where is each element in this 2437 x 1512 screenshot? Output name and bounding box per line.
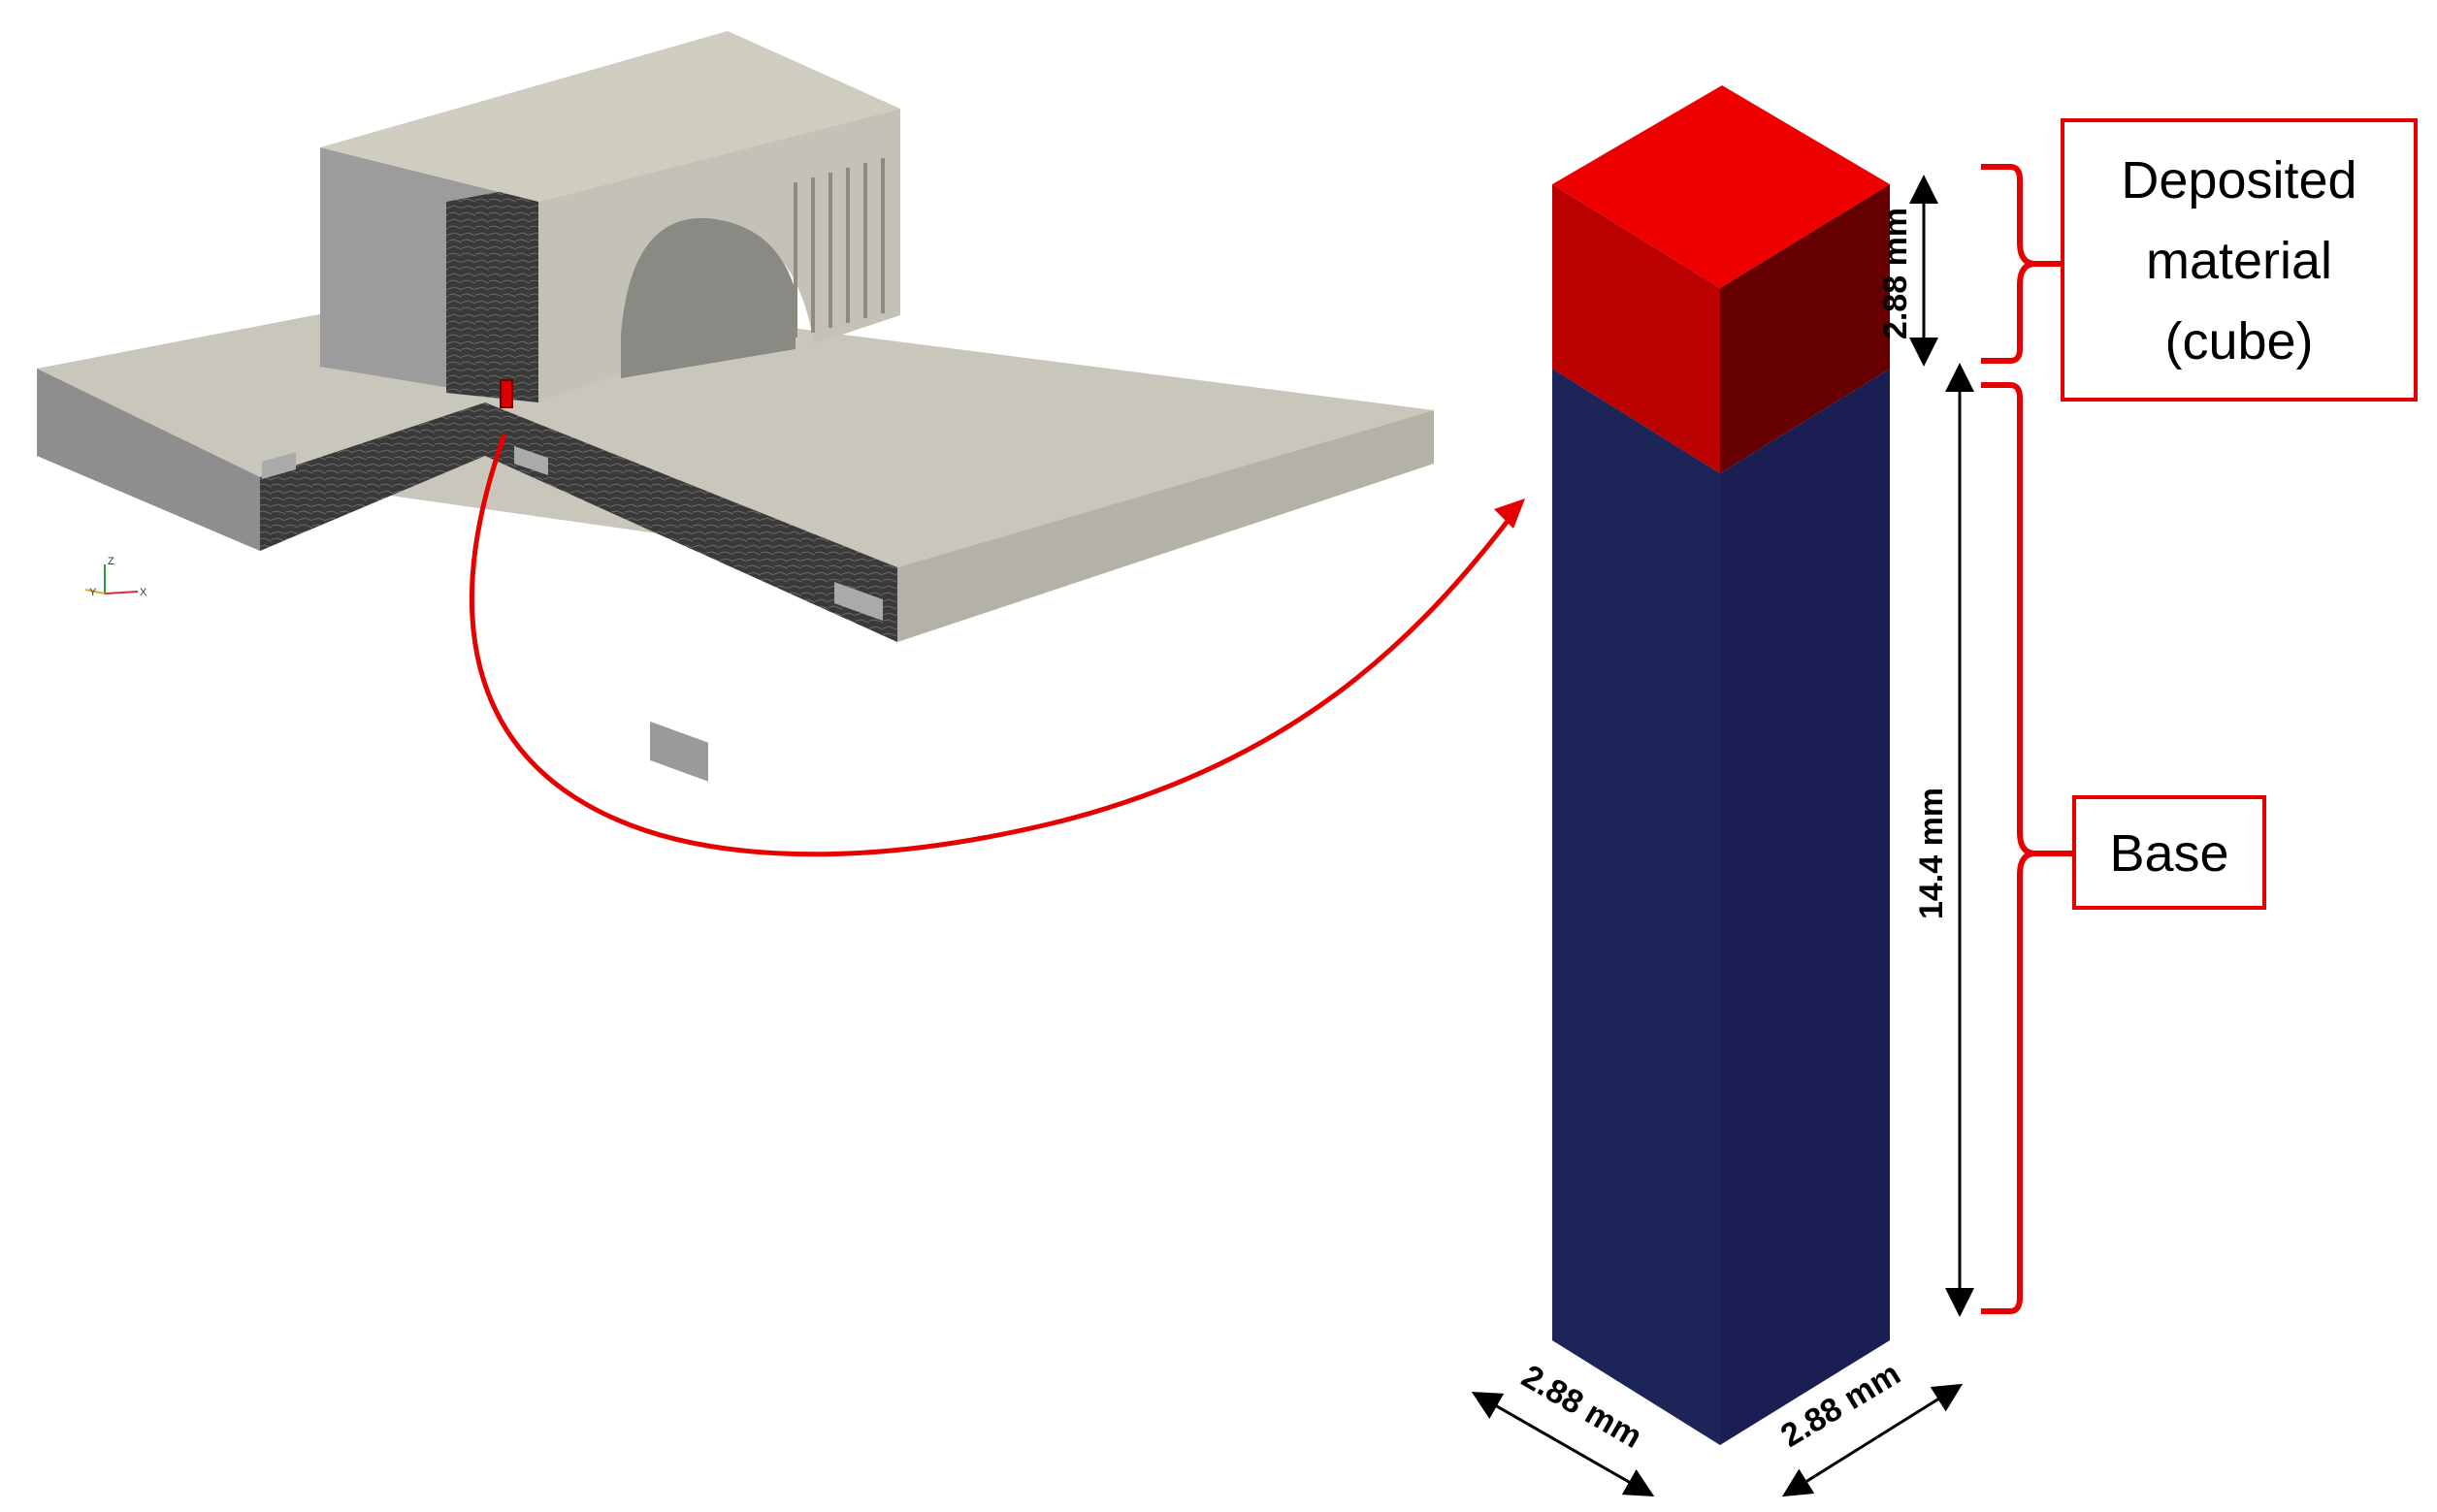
plate-right-face (897, 410, 1434, 642)
label-deposited-material: Deposited material (cube) (2061, 118, 2418, 402)
zoom-arrow-head (1494, 499, 1525, 529)
cut-void (650, 721, 708, 782)
axis-z-label: Z (108, 556, 114, 567)
label-deposited-box (2061, 118, 2418, 402)
zoom-arrow-path (470, 434, 1513, 857)
cube-top-face (1552, 85, 1890, 288)
plate-cut-face (260, 402, 897, 642)
bridge-side-face (538, 109, 900, 402)
cut-light-patch (262, 452, 296, 479)
plate-left-face (37, 369, 260, 551)
axis-y-label: Y (89, 587, 97, 598)
base-left-face (1552, 369, 1720, 1445)
label-base-text: Base (2109, 824, 2228, 883)
bracket-base (1981, 382, 2036, 1314)
dimension-base-height-label: 14.4 mm (1913, 788, 1950, 919)
label-base: Base (2072, 795, 2266, 910)
dimension-base-height: 14.4 mm (1913, 363, 1974, 1317)
cut-light-patch (514, 446, 548, 475)
bridge-top-face (320, 31, 900, 202)
base-right-face (1720, 369, 1890, 1445)
arch-inner (621, 217, 796, 378)
bridge-cut-face (446, 184, 538, 402)
sample-location-marker (500, 379, 513, 408)
bracket-deposited (1981, 164, 2036, 364)
cube-left-face (1552, 184, 1720, 473)
label-deposited-line2: material (2146, 232, 2332, 290)
am-part-model (37, 31, 1434, 782)
label-deposited-line3: (cube) (2164, 312, 2313, 370)
axes-triad: Z Y X (84, 556, 147, 598)
sample-column (1552, 85, 1890, 1445)
dimension-cube-height: 2.88 mm (1877, 175, 1938, 367)
label-deposited-line1: Deposited (2121, 151, 2356, 209)
label-base-box (2072, 795, 2266, 910)
cube-right-face (1720, 184, 1890, 473)
cut-light-patch (834, 582, 883, 621)
zoom-arrow (470, 434, 1525, 857)
axis-x-label: X (140, 587, 147, 598)
bridge-ribs (794, 158, 885, 338)
dimension-cube-height-label: 2.88 mm (1877, 208, 1914, 339)
